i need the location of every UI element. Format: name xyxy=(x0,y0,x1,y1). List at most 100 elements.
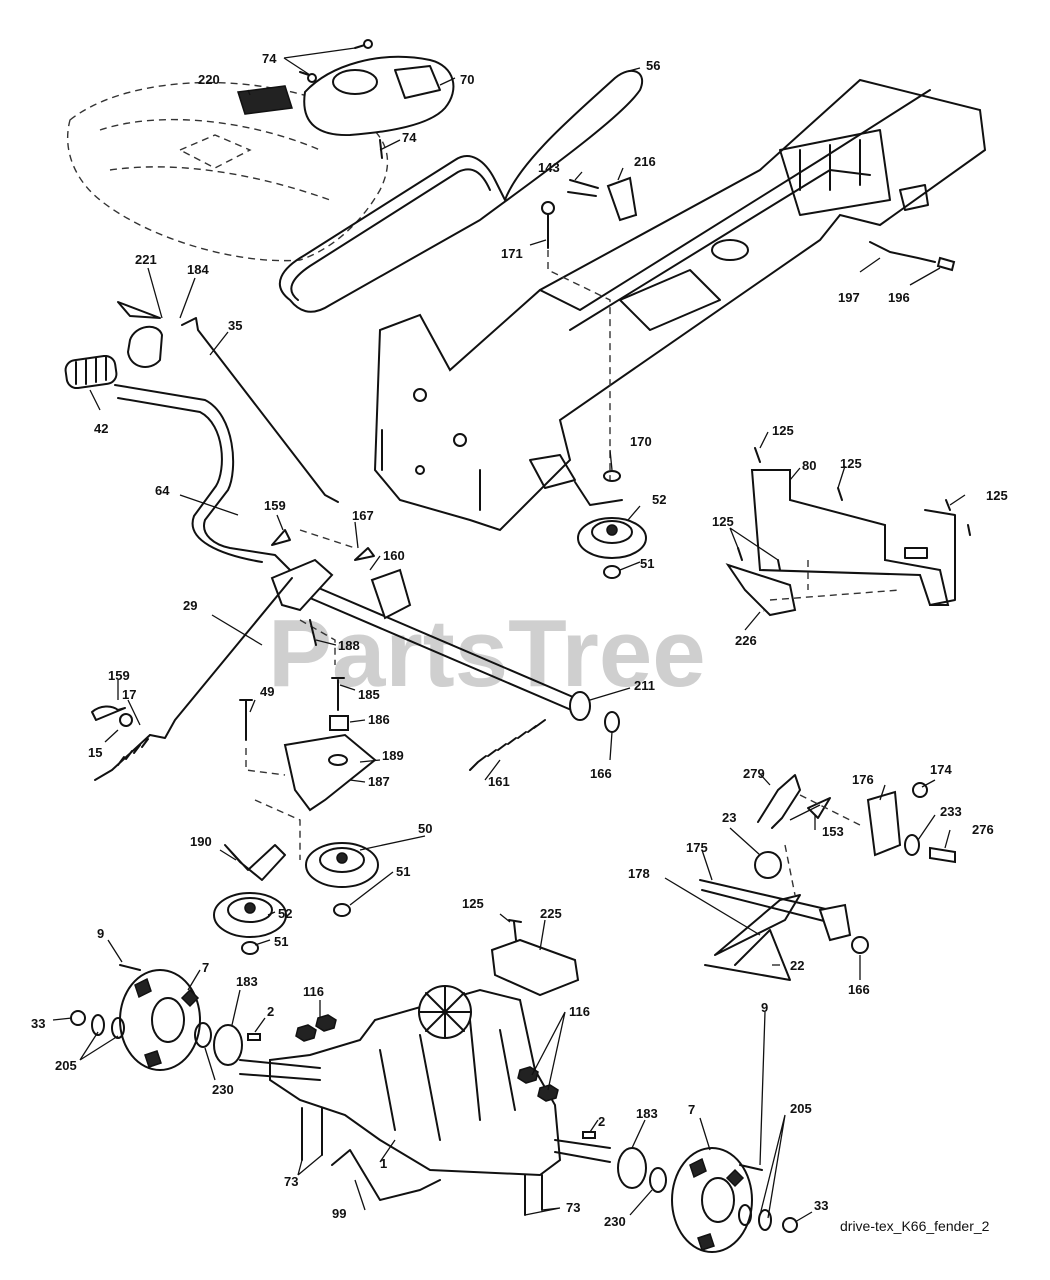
callout-51: 51 xyxy=(640,556,654,571)
callout-276: 276 xyxy=(972,822,994,837)
callout-159: 159 xyxy=(108,668,130,683)
part-73-bolts-right xyxy=(524,1174,543,1216)
callout-73: 73 xyxy=(566,1200,580,1215)
callout-175: 175 xyxy=(686,840,708,855)
callout-125: 125 xyxy=(840,456,862,471)
callout-labels: 74 56 220 70 74 216 143 171 221 184 35 1… xyxy=(31,51,1008,1229)
part-183-bushing-left xyxy=(213,1024,243,1066)
callout-205: 205 xyxy=(55,1058,77,1073)
part-205-washer-left-a xyxy=(91,1014,105,1036)
callout-188: 188 xyxy=(338,638,360,653)
callout-178: 178 xyxy=(628,866,650,881)
callout-159: 159 xyxy=(264,498,286,513)
pivot-bracket xyxy=(818,903,852,942)
part-197-rod xyxy=(869,241,936,263)
part-186-spacer xyxy=(329,715,349,731)
part-205-washer-right-a xyxy=(738,1204,752,1226)
callout-166: 166 xyxy=(590,766,612,781)
callout-279: 279 xyxy=(743,766,765,781)
part-167-pin xyxy=(354,547,375,561)
part-160-bracket xyxy=(370,568,412,620)
callout-99: 99 xyxy=(332,1206,346,1221)
part-33-clip-right xyxy=(782,1217,798,1233)
frame-assembly xyxy=(373,78,987,532)
part-125-bolts-upper xyxy=(754,447,971,536)
callout-216: 216 xyxy=(634,154,656,169)
part-171-bolt xyxy=(541,201,611,480)
part-7-hub-left xyxy=(119,969,201,1071)
part-125-bolt-e xyxy=(508,919,522,941)
callout-2: 2 xyxy=(598,1114,605,1129)
part-116-nut-c xyxy=(517,1066,539,1084)
callout-70: 70 xyxy=(460,72,474,87)
part-33-clip-left xyxy=(70,1010,86,1026)
callout-22: 22 xyxy=(790,958,804,973)
callout-1: 1 xyxy=(380,1156,387,1171)
callout-49: 49 xyxy=(260,684,274,699)
callout-160: 160 xyxy=(383,548,405,563)
part-221-clip xyxy=(117,301,161,319)
part-166-washer-b xyxy=(851,936,869,954)
part-190-bracket xyxy=(224,844,286,881)
callout-183: 183 xyxy=(236,974,258,989)
callout-33: 33 xyxy=(814,1198,828,1213)
part-52-pulley-b xyxy=(213,892,287,938)
callout-166: 166 xyxy=(848,982,870,997)
callout-187: 187 xyxy=(368,774,390,789)
watermark: PartsTree xyxy=(268,600,706,707)
part-29-rod xyxy=(149,577,293,739)
part-188-rod xyxy=(309,619,317,646)
callout-64: 64 xyxy=(155,483,170,498)
part-143-bolt xyxy=(567,179,599,197)
part-184-knob xyxy=(126,325,164,368)
callout-56: 56 xyxy=(646,58,660,73)
callout-230: 230 xyxy=(604,1214,626,1229)
callout-221: 221 xyxy=(135,252,157,267)
callout-225: 225 xyxy=(540,906,562,921)
callout-220: 220 xyxy=(198,72,220,87)
callout-2: 2 xyxy=(267,1004,274,1019)
part-205-washer-left-b xyxy=(111,1017,125,1039)
callout-35: 35 xyxy=(228,318,242,333)
callout-190: 190 xyxy=(190,834,212,849)
callout-196: 196 xyxy=(888,290,910,305)
part-211-bushing xyxy=(569,691,591,721)
part-116-nut-b xyxy=(315,1014,337,1032)
part-161-spring xyxy=(469,719,546,771)
part-1-transaxle xyxy=(239,985,611,1177)
part-230-washer-left xyxy=(194,1022,212,1048)
leader-lines xyxy=(52,47,966,1223)
callout-125: 125 xyxy=(772,423,794,438)
part-64-lever xyxy=(114,384,291,571)
part-7-hub-right xyxy=(671,1147,753,1253)
callout-170: 170 xyxy=(630,434,652,449)
part-170-washer xyxy=(603,470,621,482)
part-175-shaft xyxy=(699,879,831,923)
callout-197: 197 xyxy=(838,290,860,305)
part-52-pulley-a xyxy=(577,517,647,559)
callout-143: 143 xyxy=(538,160,560,175)
callout-51: 51 xyxy=(274,934,288,949)
part-216-bracket xyxy=(606,176,638,222)
callout-211: 211 xyxy=(634,678,655,693)
part-51-nut-a xyxy=(603,565,621,579)
part-51-nut-c xyxy=(241,941,259,955)
part-15-washer xyxy=(119,713,133,727)
callout-153: 153 xyxy=(822,824,844,839)
callout-189: 189 xyxy=(382,748,404,763)
part-49-bolt xyxy=(239,699,253,741)
part-187-washer xyxy=(328,754,348,766)
callout-233: 233 xyxy=(940,804,962,819)
part-9-bolt-left xyxy=(119,964,141,971)
part-159-pin-b xyxy=(91,705,126,721)
part-233-washer xyxy=(904,834,920,856)
part-73-bolts-left xyxy=(301,1107,323,1161)
callout-23: 23 xyxy=(722,810,736,825)
part-50-pulley xyxy=(305,842,379,888)
callout-29: 29 xyxy=(183,598,197,613)
callout-205: 205 xyxy=(790,1101,812,1116)
callout-80: 80 xyxy=(802,458,816,473)
part-23-ring xyxy=(754,851,782,879)
part-279-rod xyxy=(757,774,801,829)
